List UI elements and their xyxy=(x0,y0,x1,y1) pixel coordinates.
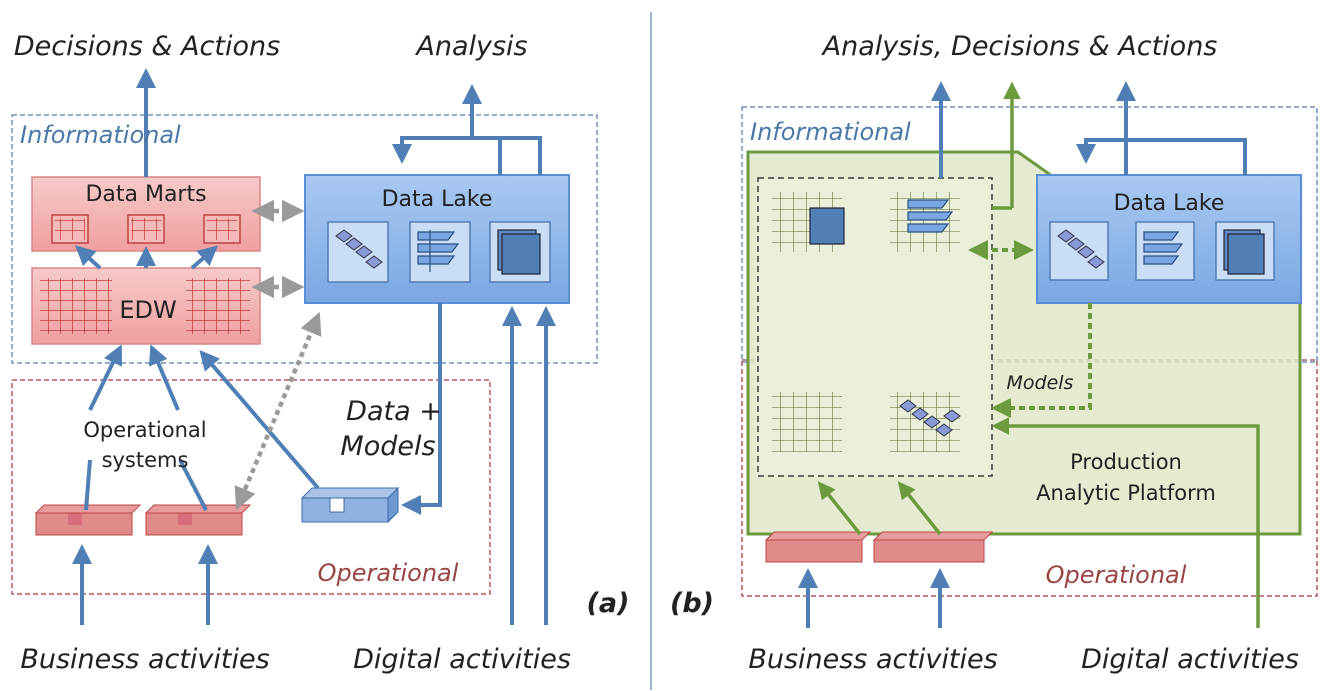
panel-a-arrows xyxy=(72,68,556,625)
production-label: Production xyxy=(1070,450,1182,474)
data-lake-label-a: Data Lake xyxy=(382,187,493,212)
informational-label-a: Informational xyxy=(20,121,181,149)
edw-label: EDW xyxy=(119,296,176,324)
models-label: Models xyxy=(1007,372,1074,394)
informational-zone-b xyxy=(741,106,1318,363)
data-lake-label-b: Data Lake xyxy=(1114,191,1225,216)
business-activities-label-b: Business activities xyxy=(748,644,997,675)
panel-b: Analysis, Decisions & Actions Informatio… xyxy=(670,31,1318,675)
panel-a: Decisions & Actions Analysis Information… xyxy=(11,31,630,675)
operational-systems-label-1: Operational xyxy=(83,418,206,442)
operational-label-b: Operational xyxy=(1046,561,1187,589)
panel-a-label: (a) xyxy=(587,588,630,619)
business-activities-label-a: Business activities xyxy=(20,644,269,675)
digital-activities-label-a: Digital activities xyxy=(353,644,571,675)
edw-grid-left xyxy=(40,278,112,334)
informational-zone xyxy=(11,114,598,364)
operational-system-boxes xyxy=(34,504,252,536)
grid-icon-3 xyxy=(772,392,842,452)
operational-zone xyxy=(11,379,491,595)
operational-systems-label-2: systems xyxy=(102,448,189,472)
data-lake-icons-b xyxy=(1049,221,1275,281)
data-mart-icons xyxy=(51,214,241,244)
panel-b-blue-arrows xyxy=(798,81,1247,628)
panel-b-label: (b) xyxy=(670,588,714,619)
panel-a-dotted-arrows xyxy=(234,199,322,511)
data-marts-label: Data Marts xyxy=(85,182,206,207)
analysis-decisions-actions-label: Analysis, Decisions & Actions xyxy=(821,31,1218,62)
data-models-label-1: Data + xyxy=(346,396,442,427)
panel-b-green-arrows xyxy=(817,81,1260,628)
operational-label-a: Operational xyxy=(318,559,459,587)
decisions-actions-label: Decisions & Actions xyxy=(14,31,280,62)
informational-label-b: Informational xyxy=(750,118,911,146)
analysis-label: Analysis xyxy=(414,31,527,62)
data-lake-icons xyxy=(327,221,551,283)
digital-activities-label-b: Digital activities xyxy=(1081,644,1299,675)
edw-grid-right xyxy=(186,278,250,334)
operational-system-boxes-b xyxy=(764,531,994,563)
analytic-platform-label: Analytic Platform xyxy=(1036,481,1216,505)
data-models-label-2: Models xyxy=(340,431,435,462)
data-models-box xyxy=(300,486,400,524)
panel-b-green-dotted xyxy=(968,240,1092,418)
operational-zone-b xyxy=(741,359,1318,597)
